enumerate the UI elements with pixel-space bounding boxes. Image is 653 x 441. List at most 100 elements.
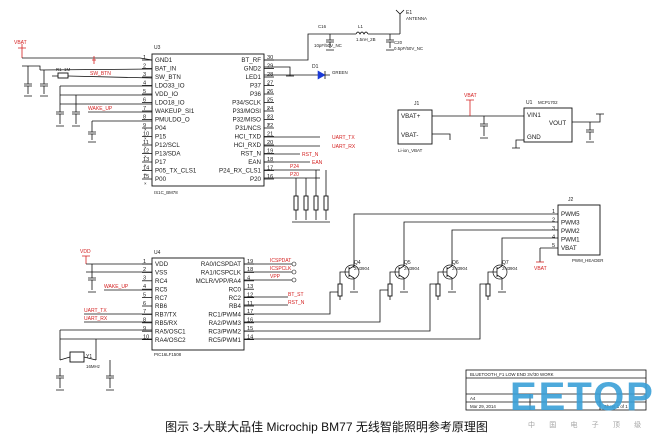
j2-ref: J2 bbox=[568, 197, 574, 203]
rc-wires bbox=[244, 296, 288, 306]
u3-pin-name: HCI_RXD bbox=[234, 142, 262, 149]
vbat-label-3: VBAT bbox=[534, 266, 547, 272]
u4-pin-num: 5 bbox=[143, 292, 146, 298]
c16-val: 10pF/50V_NC bbox=[314, 43, 342, 48]
c-cap-2 bbox=[40, 70, 48, 94]
gnd1-wire bbox=[22, 57, 153, 61]
u3-pin-num: 7 bbox=[143, 106, 146, 112]
tp-vpp bbox=[291, 277, 297, 283]
antenna-label: ANTENNA bbox=[406, 16, 427, 21]
svg-text:×: × bbox=[144, 163, 147, 168]
j2-pin-name: PWM5 bbox=[561, 211, 580, 218]
u4-pin-num: 19 bbox=[247, 259, 253, 265]
rf-section: L1 1.5nH_2B C16 10pF/50V_NC C20 0.5pF/50… bbox=[264, 9, 427, 127]
vbat-rail bbox=[432, 115, 524, 140]
u3-pin-name: HCI_TXD bbox=[235, 134, 262, 141]
q6-collector-route bbox=[451, 229, 558, 266]
title-block-frame bbox=[465, 369, 647, 411]
net-icspclk: ICSPCLK bbox=[270, 266, 292, 272]
u3-right-network: UART_TX UART_RX RST_N EAN P24 P20 bbox=[264, 135, 356, 223]
transistor-part: 2N3904 bbox=[404, 266, 420, 271]
base-resistor bbox=[337, 283, 343, 297]
u3-pin-name: RST_N bbox=[241, 151, 261, 158]
r1-ref: R1 bbox=[56, 67, 62, 72]
u3-pin-name: VDD_IO bbox=[155, 91, 178, 98]
u1-pin-gnd: GND bbox=[527, 134, 541, 141]
u4-pin-num: 4 bbox=[143, 284, 146, 290]
u3-pin-name: P37 bbox=[250, 83, 262, 90]
vdd-vss-wires bbox=[86, 263, 152, 273]
u4-pin-name: RA1/ICSPCLK bbox=[201, 270, 242, 277]
p24-p20-wires bbox=[264, 169, 320, 179]
u4-pin-num: 7 bbox=[143, 309, 146, 315]
u4-pin-name: RA4/OSC2 bbox=[155, 337, 186, 344]
net-rst: RST_N bbox=[302, 152, 319, 158]
crystal-y1 bbox=[69, 351, 85, 363]
svg-text:×: × bbox=[267, 122, 270, 127]
u3-pin-num: 12 bbox=[143, 148, 149, 154]
u3-pin-num: 6 bbox=[143, 97, 146, 103]
u3-part: IS1C_BM78 bbox=[154, 190, 178, 195]
u4-pin-name: RC3/PWM2 bbox=[208, 328, 241, 335]
osc-cap-1 bbox=[56, 368, 64, 391]
u3-pin-num: 17 bbox=[267, 165, 273, 171]
vbat-power-symbol-2 bbox=[466, 99, 474, 116]
u3-pin-name: P31/NCS bbox=[235, 125, 261, 132]
gnd1-symbol bbox=[92, 56, 96, 64]
title-block-date: Mar 29, 2014 bbox=[470, 404, 496, 409]
u3-pin-name: BAT_IN bbox=[155, 66, 176, 73]
u3-pin-num: 30 bbox=[267, 55, 273, 61]
u3-pin-name: SW_BTN bbox=[155, 74, 181, 81]
j2-pin-num: 5 bbox=[552, 243, 555, 249]
j2-part: PWM_HEADER bbox=[572, 258, 603, 263]
u3-pin-num: 1 bbox=[143, 55, 146, 61]
rf-trace bbox=[264, 33, 350, 61]
transistor-part: 2N3904 bbox=[452, 266, 468, 271]
gnd2-wire bbox=[264, 66, 294, 77]
u4-pin-num: 4 bbox=[247, 276, 250, 282]
u3-pin-name: P32/MISO bbox=[232, 117, 261, 124]
svg-text:×: × bbox=[267, 98, 270, 103]
l1-ref: L1 bbox=[358, 24, 363, 29]
pwm4-wire bbox=[244, 291, 340, 315]
led-label: GREEN bbox=[332, 70, 348, 75]
u4-body bbox=[151, 257, 245, 351]
transistor-part: 2N3904 bbox=[354, 266, 370, 271]
power-section: J1 VBAT+ VBAT- Li-ion_VBAT VBAT U1 MCP17… bbox=[397, 93, 604, 153]
u3-pin-num: 25 bbox=[267, 97, 273, 103]
pull-r3 bbox=[313, 195, 319, 211]
svg-text:×: × bbox=[144, 136, 147, 141]
u3-pin-name: GND1 bbox=[155, 57, 173, 64]
c16-ref: C16 bbox=[318, 24, 327, 29]
title-block-grid bbox=[466, 377, 646, 410]
u4-pin-name: RC1/PWM4 bbox=[208, 312, 241, 319]
c16-cap bbox=[326, 34, 334, 51]
net-sw-btn: SW_BTN bbox=[90, 71, 111, 77]
u4-pin-name: RC5/PWM1 bbox=[208, 337, 241, 344]
u4-right-network: ICSPDAT ICSPCLK VPP BT_ST RST_N bbox=[244, 258, 488, 340]
pmu-cap bbox=[88, 120, 152, 143]
net-p20: P20 bbox=[290, 172, 299, 178]
u1-body bbox=[523, 107, 573, 143]
led-cathode bbox=[324, 71, 330, 79]
net-bt-stat: BT_ST bbox=[288, 292, 304, 298]
c-cap-1 bbox=[24, 66, 32, 94]
r1-resistor bbox=[57, 72, 69, 79]
u4-pin-name: RC0 bbox=[229, 286, 242, 293]
antenna-symbol bbox=[395, 9, 405, 34]
pull-gnd bbox=[292, 210, 330, 223]
u3-pin-num: 21 bbox=[267, 131, 273, 137]
e1-ref: E1 bbox=[406, 10, 412, 16]
